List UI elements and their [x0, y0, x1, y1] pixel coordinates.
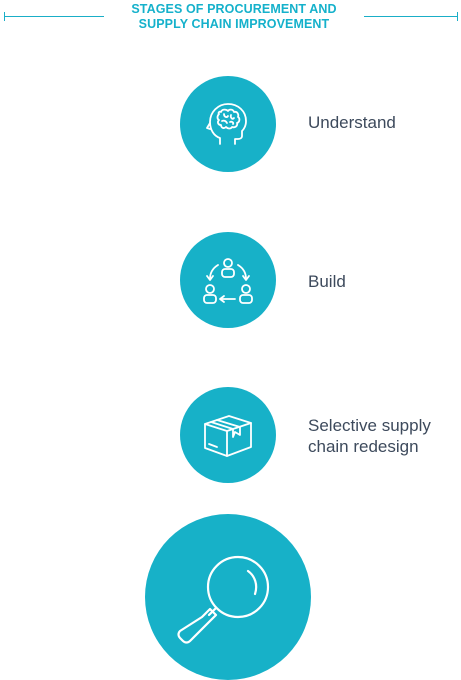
magnifier-icon	[177, 555, 270, 644]
stage-understand-circle	[180, 76, 276, 172]
people-cycle-icon	[203, 258, 253, 304]
brain-head-icon	[206, 103, 247, 145]
stage-redesign-label: Selective supply chain redesign	[308, 416, 431, 456]
stage-magnifier-circle	[145, 514, 311, 680]
header-rule-right	[364, 12, 458, 21]
stage-build-label: Build	[308, 272, 346, 291]
diagram-title: STAGES OF PROCUREMENT AND SUPPLY CHAIN I…	[104, 2, 364, 32]
stage-build-circle	[180, 232, 276, 328]
title-line-1: STAGES OF PROCUREMENT AND	[131, 2, 337, 16]
package-box-icon	[204, 415, 252, 457]
stage-redesign-circle	[180, 387, 276, 483]
title-line-2: SUPPLY CHAIN IMPROVEMENT	[138, 17, 330, 31]
header-rule-left	[4, 12, 104, 21]
stage-understand-label: Understand	[308, 113, 396, 132]
